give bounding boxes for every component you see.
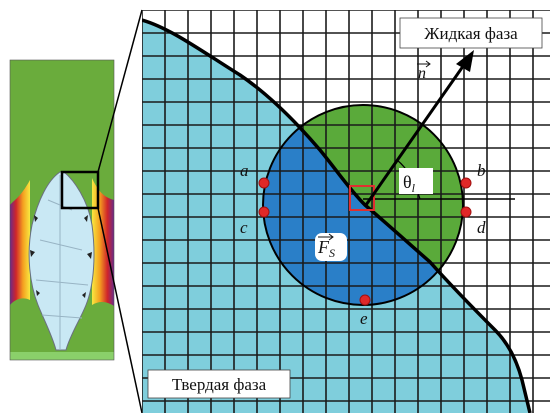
point-d-label: d bbox=[477, 218, 486, 237]
normal-vector-label-arrow-icon bbox=[417, 60, 431, 68]
point-c-marker bbox=[258, 206, 270, 218]
force-label-box bbox=[315, 233, 347, 261]
angle-label-box bbox=[399, 168, 433, 194]
thumbnail-image bbox=[10, 60, 114, 360]
interface-boundary bbox=[142, 18, 532, 413]
normal-vector-line bbox=[364, 61, 468, 206]
grid-lines bbox=[142, 10, 550, 413]
angle-subscript: l bbox=[412, 181, 416, 195]
thumbnail-base bbox=[10, 352, 114, 360]
angle-label: θl bbox=[403, 172, 416, 195]
point-e-marker bbox=[359, 294, 371, 306]
point-c-label: c bbox=[240, 218, 248, 237]
angle-symbol: θ bbox=[403, 172, 412, 192]
force-label: FS bbox=[317, 237, 335, 260]
normal-vector-arrowhead bbox=[456, 50, 474, 72]
point-a-label: a bbox=[240, 161, 249, 180]
liquid-phase-label: Жидкая фаза bbox=[424, 24, 518, 43]
force-label-arrow-icon bbox=[318, 233, 334, 241]
normal-vector-label: n bbox=[418, 65, 426, 82]
thumbnail-crystal bbox=[28, 171, 95, 351]
force-symbol: F bbox=[317, 237, 330, 257]
point-b-label: b bbox=[477, 161, 486, 180]
center-cell bbox=[349, 185, 375, 211]
thumbnail-heat-right bbox=[92, 178, 114, 306]
solid-phase-label-box bbox=[147, 369, 291, 399]
zoom-connector-bottom bbox=[97, 207, 143, 414]
solid-phase-label: Твердая фаза bbox=[172, 375, 267, 394]
force-subscript: S bbox=[329, 246, 335, 260]
point-b-marker bbox=[460, 177, 472, 189]
zoom-connector-top bbox=[97, 9, 143, 173]
thumbnail-border bbox=[9, 59, 115, 361]
point-e-label: e bbox=[360, 309, 368, 328]
point-d-marker bbox=[460, 206, 472, 218]
liquid-phase-label-box bbox=[399, 17, 543, 49]
thumbnail-heat-left bbox=[10, 180, 30, 305]
thumbnail-crystal-detail bbox=[35, 175, 89, 350]
point-a-marker bbox=[258, 177, 270, 189]
zoom-selection-box bbox=[60, 170, 100, 210]
zoomed-region bbox=[142, 10, 550, 413]
